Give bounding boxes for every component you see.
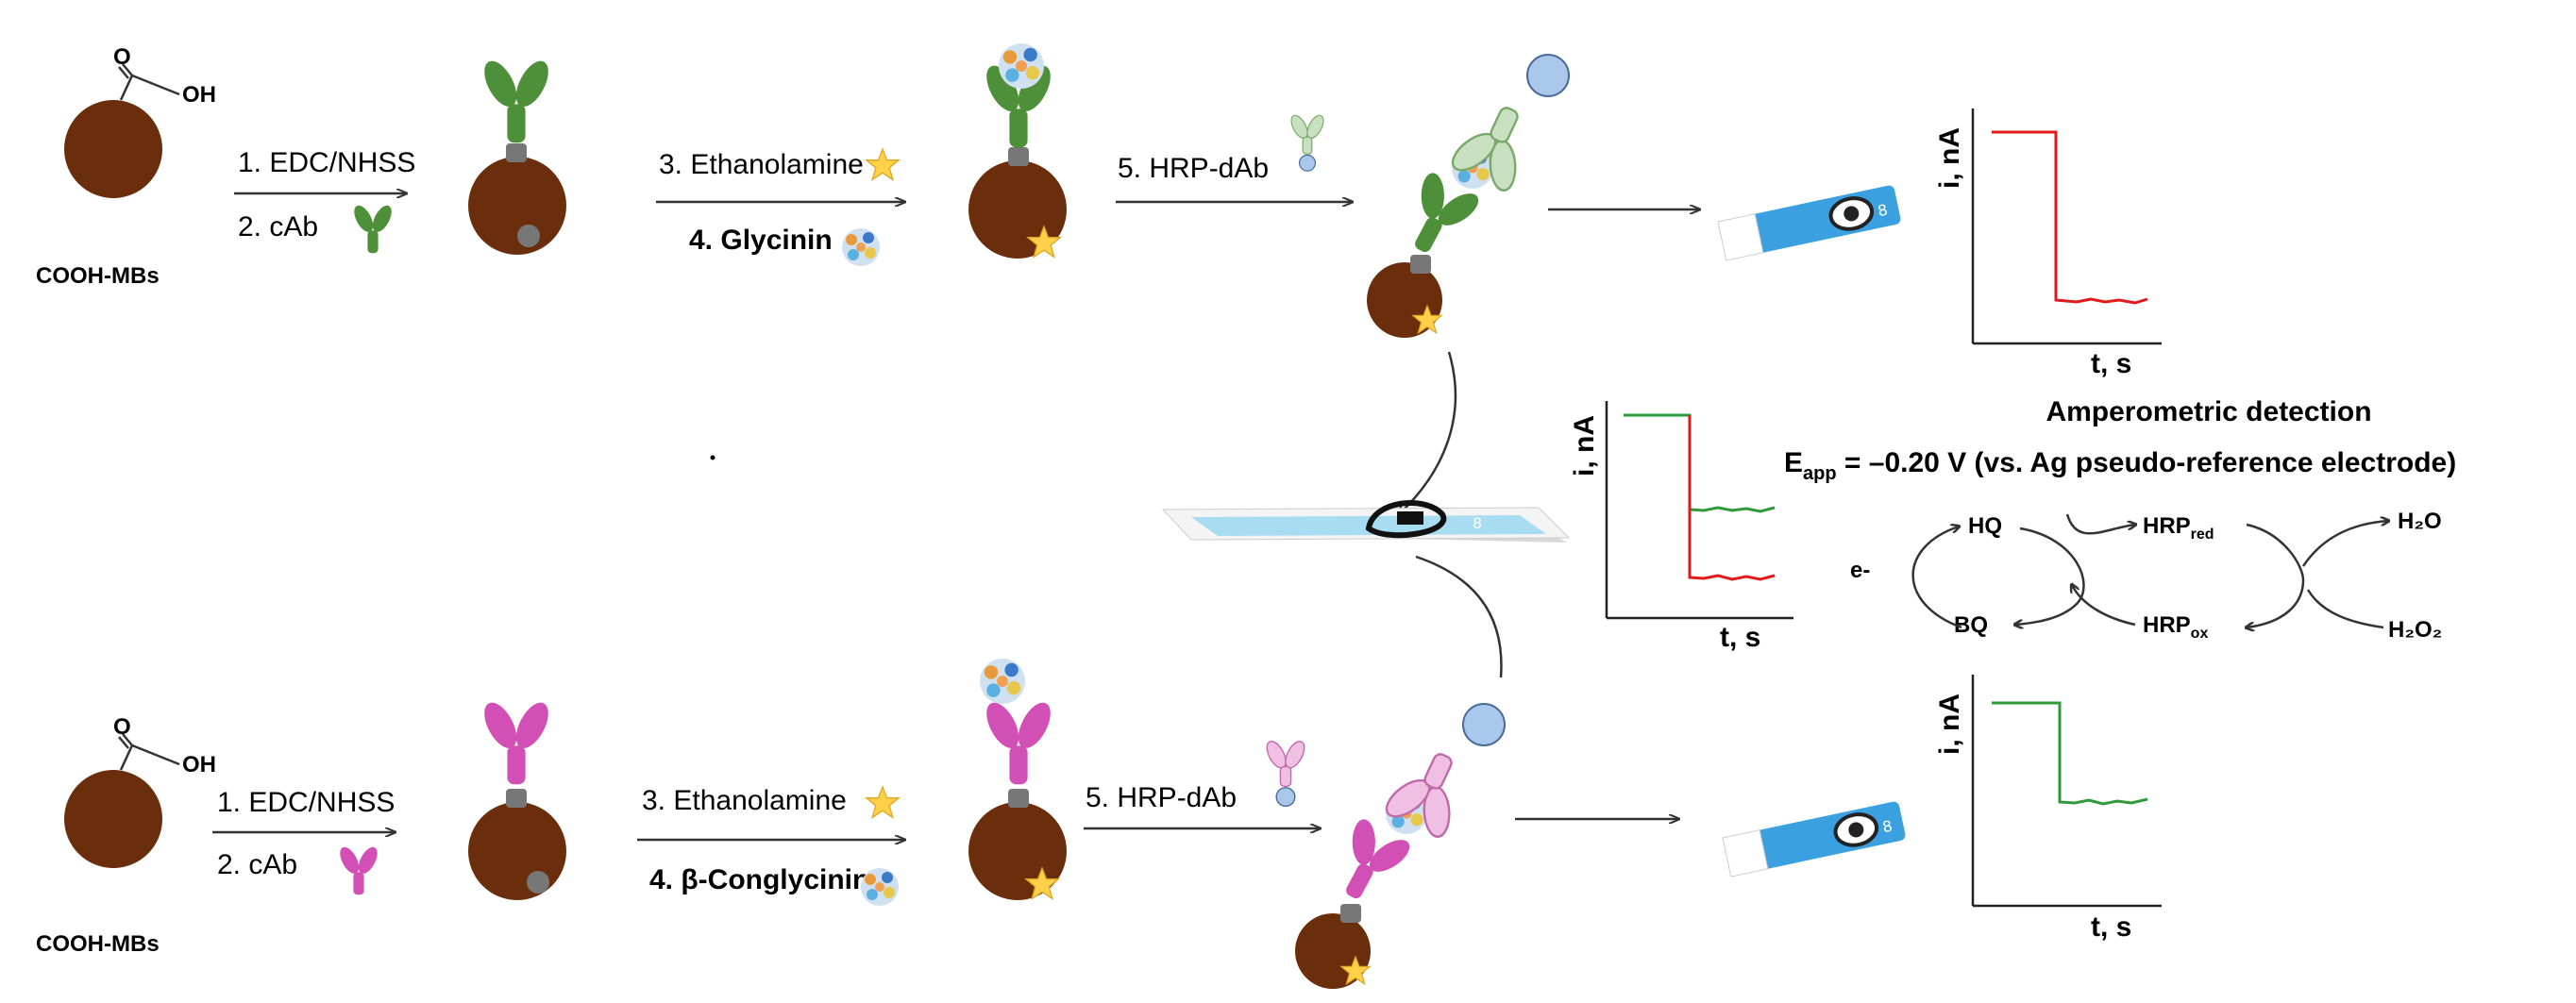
top-electrode-icon: 8	[1717, 185, 1901, 261]
bottom-arrow-1: 1. EDC/NHSS 2. cAb	[212, 787, 395, 895]
top-bead-antigen	[968, 43, 1067, 259]
curved-arrow-bottom	[1415, 555, 1503, 678]
signal-trace-red	[1992, 130, 2148, 305]
step-hrp-dab: 5. HRP-dAb	[1086, 782, 1237, 813]
top-arrow-2: 3. Ethanolamine 4. Glycinin	[656, 148, 904, 266]
hrp-dab-icon	[1290, 114, 1324, 172]
step-cab: 2. cAb	[217, 849, 297, 880]
bottom-bead-cab	[468, 697, 566, 900]
electron-label: e-	[1850, 558, 1870, 583]
water-label: H₂O	[2398, 509, 2442, 534]
svg-text:8: 8	[1473, 514, 1482, 532]
carboxyl-label: OH	[182, 752, 216, 777]
y-axis-label: i, nA	[1934, 694, 1965, 755]
signal-trace-green	[1992, 701, 2148, 806]
bottom-bead-start: O OH COOH-MBs	[36, 714, 216, 957]
peroxide-cycle-arc	[2246, 523, 2305, 581]
hrp-reduction-arrow	[2065, 513, 2135, 535]
cab-antibody-icon	[336, 844, 381, 895]
bottom-arrow-3: 5. HRP-dAb	[1084, 741, 1320, 828]
top-sandwich	[1367, 54, 1570, 338]
signal-trace-red	[1688, 415, 1776, 581]
electrode-cycle-arrow	[1911, 527, 1961, 629]
hq-bq-arrow	[2015, 527, 2085, 625]
step-cab: 2. cAb	[238, 211, 318, 242]
y-axis-label: i, nA	[1569, 415, 1600, 476]
hrp-dab-icon	[1266, 741, 1305, 808]
signal-trace-green	[1624, 413, 1776, 513]
capture-antibody-icon	[478, 697, 555, 785]
bq-label: BQ	[1954, 612, 1988, 638]
step-edc-nhss: 1. EDC/NHSS	[238, 147, 415, 178]
bound-glycinin-icon	[999, 43, 1044, 89]
hrp-ox-arrow	[2072, 585, 2136, 627]
curved-arrow-top	[1399, 351, 1457, 514]
top-amperogram: i, nA t, s	[1934, 109, 2162, 379]
top-bead-start: O OH COOH-MBs	[36, 44, 216, 289]
x-axis-label: t, s	[2091, 348, 2131, 379]
glycinin-icon	[842, 228, 880, 266]
oxygen-label: O	[113, 44, 131, 70]
bottom-sandwich	[1295, 703, 1506, 989]
peroxide-arrow	[2306, 589, 2384, 629]
carboxyl-label: OH	[182, 82, 216, 108]
top-arrow-3: 5. HRP-dAb	[1116, 114, 1352, 202]
hrp-enzyme-icon	[1462, 703, 1506, 746]
step-edc-nhss: 1. EDC/NHSS	[217, 787, 395, 818]
svg-text:8: 8	[1880, 817, 1894, 837]
hrp-enzyme-icon	[1526, 54, 1570, 97]
bead-name: COOH-MBs	[36, 263, 160, 289]
sensor-strip-icon: 8	[1161, 500, 1571, 543]
peroxide-cycle-arc-2	[2247, 579, 2305, 627]
hrp-ox-label: HRPox	[2143, 612, 2208, 642]
capture-antibody-icon	[478, 56, 555, 143]
x-axis-label: t, s	[2091, 911, 2131, 943]
water-arrow	[2301, 521, 2388, 567]
bound-beta-conglycinin-icon	[980, 659, 1025, 704]
top-bead-cab	[468, 56, 566, 255]
step-glycinin: 4. Glycinin	[689, 225, 833, 256]
peroxide-label: H₂O₂	[2388, 617, 2442, 643]
step-hrp-dab: 5. HRP-dAb	[1118, 153, 1269, 184]
bead-name: COOH-MBs	[36, 931, 160, 957]
svg-text:8: 8	[1876, 201, 1889, 221]
step-beta-conglycinin: 4. β-Conglycinin	[649, 864, 869, 895]
hrp-red-label: HRPred	[2143, 513, 2214, 543]
detection-title: Amperometric detection	[2046, 396, 2371, 427]
stray-dot	[710, 455, 716, 460]
magnetic-bead	[64, 100, 162, 198]
detection-header: Amperometric detection Eapp = –0.20 V (v…	[1784, 396, 2456, 484]
bottom-electrode-icon: 8	[1722, 801, 1906, 878]
top-arrow-1: 1. EDC/NHSS 2. cAb	[234, 147, 415, 254]
ethanolamine-star-icon	[866, 148, 900, 181]
ethanolamine-star-icon	[866, 786, 900, 819]
middle-amperogram: i, nA t, s	[1569, 401, 1793, 653]
hq-label: HQ	[1968, 513, 2002, 539]
y-axis-label: i, nA	[1934, 127, 1965, 189]
x-axis-label: t, s	[1720, 622, 1760, 653]
step-ethanolamine: 3. Ethanolamine	[642, 785, 847, 816]
applied-potential: Eapp = –0.20 V (vs. Ag pseudo-reference …	[1784, 447, 2456, 484]
beta-conglycinin-icon	[861, 868, 899, 906]
step-ethanolamine: 3. Ethanolamine	[659, 149, 864, 180]
cab-antibody-icon	[350, 202, 396, 254]
bottom-bead-antigen	[968, 659, 1067, 900]
bottom-arrow-2: 3. Ethanolamine 4. β-Conglycinin	[637, 785, 904, 906]
redox-cycle: HQ BQ e- HRPred HRPox H₂O H₂O₂	[1850, 509, 2442, 643]
oxygen-label: O	[113, 714, 131, 740]
bottom-amperogram: i, nA t, s	[1934, 675, 2162, 943]
